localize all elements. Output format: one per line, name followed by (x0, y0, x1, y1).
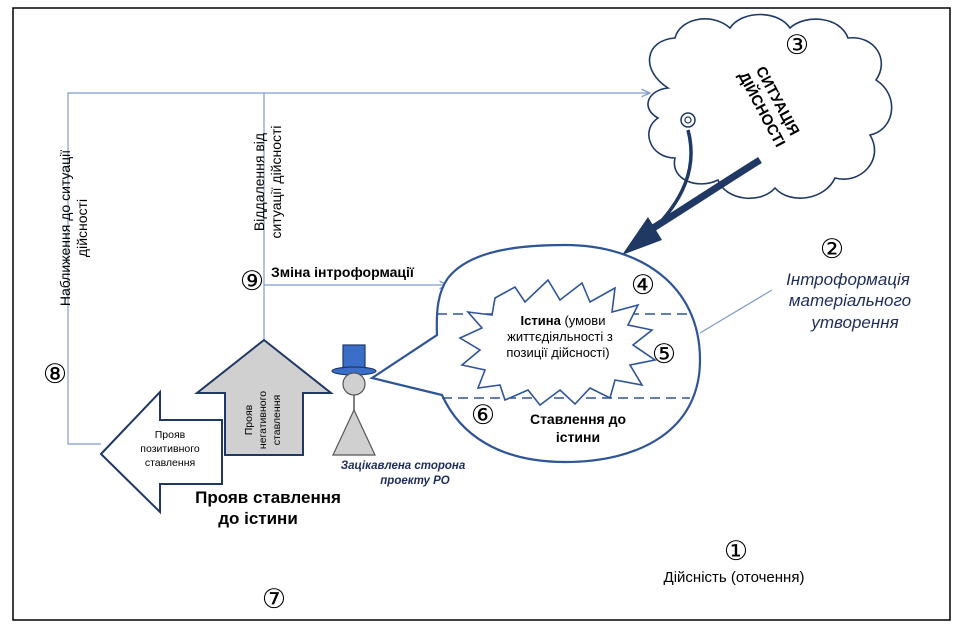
truth-label-bold: Істина (521, 313, 562, 328)
stakeholder-label-line2: проекту РО (380, 475, 449, 487)
introformation-label-line3: утворення (810, 313, 898, 332)
influence-arrow (622, 129, 762, 255)
feedback-lines (67, 93, 773, 445)
approach-line (67, 93, 650, 445)
truth-label-line1: Істина (умови (521, 313, 606, 328)
truth-label-line3: позиції дійсності) (506, 345, 609, 360)
marker-1: ① (724, 536, 748, 566)
approach-label-line1: Наближення до ситуації (57, 150, 73, 306)
figure-body (332, 408, 376, 456)
negative-label-line2: негативного (257, 391, 269, 449)
negative-arrow (194, 338, 334, 456)
introformation-label-line1: Інтроформація (786, 270, 910, 289)
manifestation-label-line2: до істини (218, 509, 298, 528)
positive-arrow (99, 389, 223, 515)
cloud-shape (647, 13, 893, 200)
approach-label-line2: дійсності (74, 199, 90, 257)
marker-2: ② (820, 234, 844, 264)
attitude-label-line1: Ставлення до (530, 411, 626, 427)
truth-label-line2: життєдіяльності з (507, 329, 613, 344)
cloud-spiral-outer (680, 112, 696, 128)
situation-cloud: СИТУАЦІЯ ДІЙСНОСТІ (647, 13, 893, 200)
introformation-leader (699, 289, 773, 334)
marker-6: ⑥ (471, 400, 495, 430)
positive-label-line1: Прояв (155, 429, 186, 441)
change-label: Зміна інтроформації (271, 264, 415, 280)
marker-4: ④ (631, 270, 655, 300)
marker-5: ⑤ (652, 339, 676, 369)
marker-9: ⑨ (240, 266, 264, 296)
reality-label: Дійсність (оточення) (664, 569, 805, 586)
distance-label-line1: Віддалення від (251, 133, 267, 231)
figure-head (342, 372, 366, 396)
manifestation-label-line1: Прояв ставлення (195, 488, 341, 507)
introformation-label-line2: матеріального (789, 291, 911, 310)
marker-7: ⑦ (262, 584, 286, 614)
negative-label-line3: ставлення (271, 395, 283, 445)
positive-label-line2: позитивного (140, 443, 200, 455)
cloud-spiral-inner (684, 116, 692, 124)
negative-label-line1: Прояв (243, 404, 255, 435)
stakeholder-label-line1: Зацікавлена сторона (341, 460, 466, 472)
distance-label-line2: ситуації дійсності (268, 125, 284, 238)
page-frame (12, 7, 951, 621)
stakeholder-figure (331, 344, 377, 456)
truth-label-rest: (умови (561, 313, 606, 328)
attitude-label-line2: істини (556, 429, 600, 445)
marker-8: ⑧ (43, 359, 67, 389)
truth-starburst (458, 278, 658, 407)
positive-label-line3: ставлення (145, 457, 195, 469)
marker-3: ③ (785, 30, 809, 60)
